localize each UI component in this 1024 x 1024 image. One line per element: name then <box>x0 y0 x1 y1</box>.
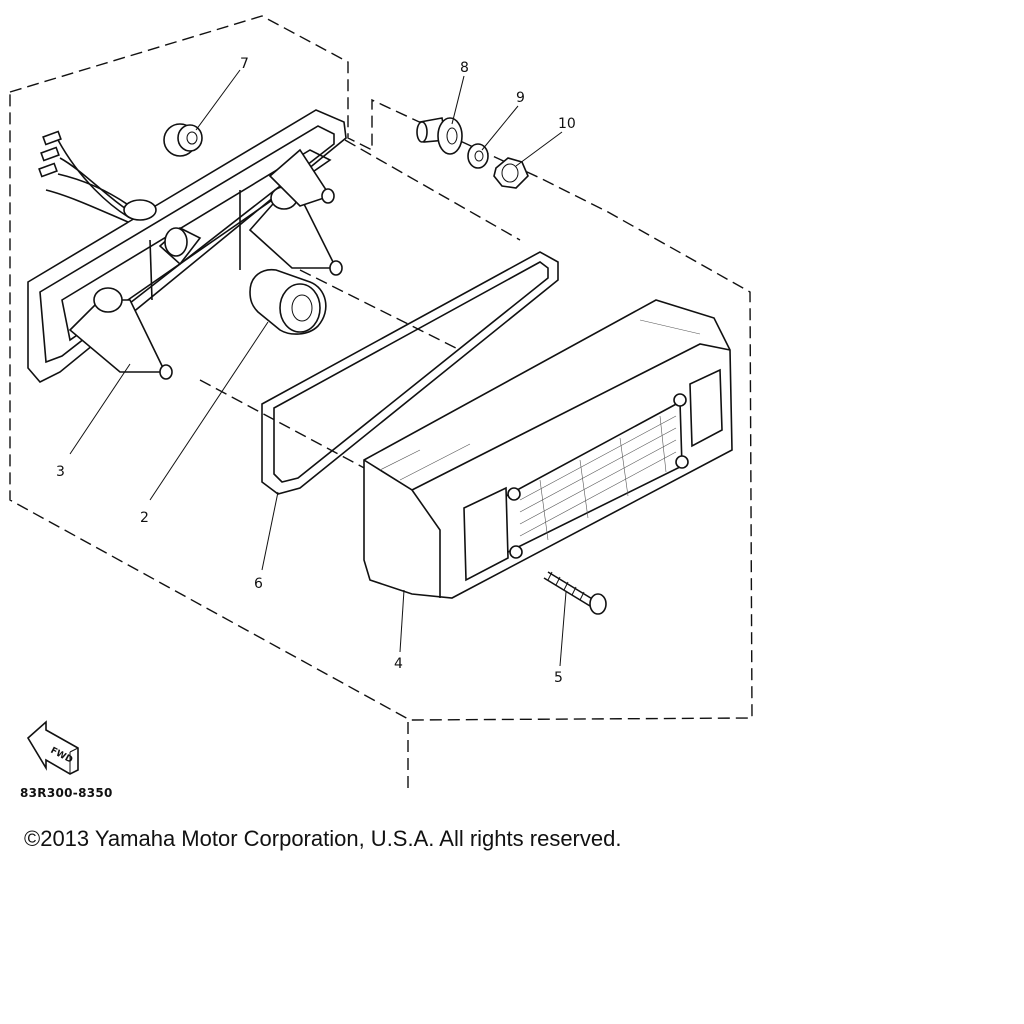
bulb-part-2 <box>249 268 327 335</box>
drawing-code: 83R300-8350 <box>20 786 113 800</box>
callout-2: 2 <box>140 510 149 526</box>
callout-3: 3 <box>56 464 65 480</box>
lens-part-4 <box>363 299 733 599</box>
collar-part-8 <box>416 117 463 155</box>
grommet-part-7 <box>163 123 203 157</box>
assembly-boundary <box>9 15 753 792</box>
callout-9: 9 <box>516 90 525 106</box>
callout-8: 8 <box>460 60 469 76</box>
gasket-part-6 <box>261 251 559 495</box>
copyright-notice: ©2013 Yamaha Motor Corporation, U.S.A. A… <box>24 826 622 851</box>
callout-5: 5 <box>554 670 563 686</box>
callout-labels: 7 8 9 10 3 2 6 4 5 <box>56 56 576 686</box>
screw-part-5 <box>543 571 607 615</box>
lamp-housing-part-3 <box>27 109 347 383</box>
callout-4: 4 <box>394 656 403 672</box>
callout-7: 7 <box>240 56 249 72</box>
forward-arrow-icon: FWD <box>26 720 79 775</box>
callout-6: 6 <box>254 576 263 592</box>
callout-10: 10 <box>558 116 576 132</box>
leader-lines <box>69 69 567 667</box>
nut-part-10 <box>493 157 529 189</box>
washer-part-9 <box>467 143 489 169</box>
lens-texture <box>379 319 701 541</box>
